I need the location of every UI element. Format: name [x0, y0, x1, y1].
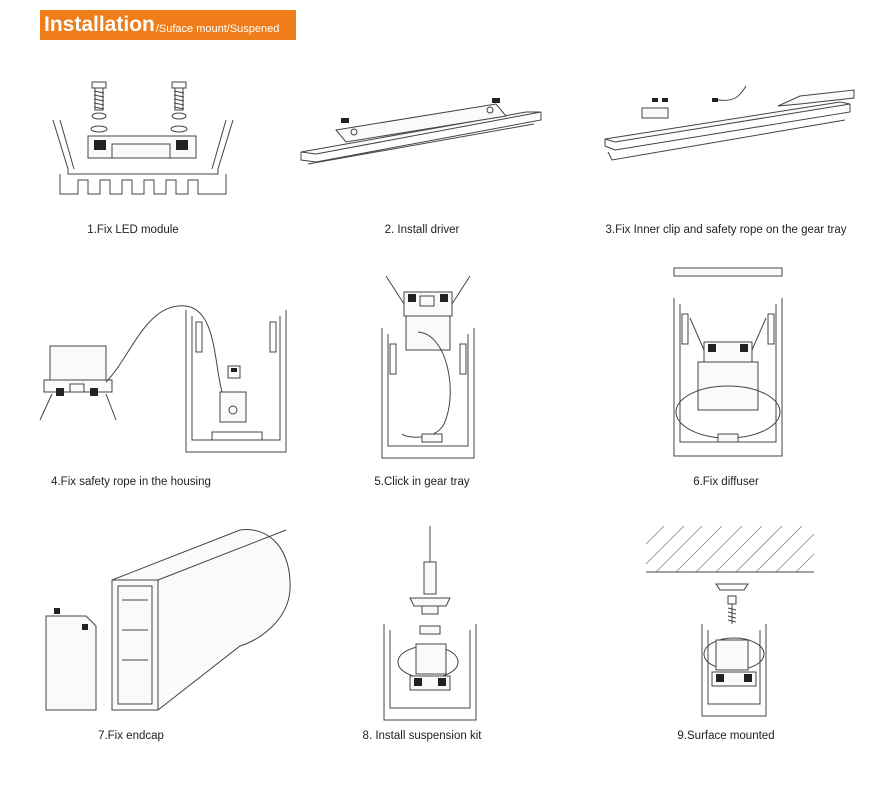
step-7-caption: 7.Fix endcap — [98, 730, 164, 742]
screw-icon — [341, 98, 500, 123]
step-8-caption: 8. Install suspension kit — [362, 730, 482, 742]
step-4-illustration — [39, 305, 287, 453]
section-title: Installation — [44, 13, 155, 36]
step-8-illustration — [383, 526, 477, 721]
step-3-caption: 3.Fix Inner clip and safety rope on the … — [605, 224, 847, 236]
step-4-caption: 4.Fix safety rope in the housing — [51, 476, 211, 488]
step-2-caption: 2. Install driver — [384, 224, 460, 236]
step-1-illustration — [52, 81, 234, 195]
step-5-illustration — [381, 275, 475, 459]
step-1-caption: 1.Fix LED module — [87, 224, 179, 236]
step-5-caption: 5.Click in gear tray — [374, 476, 470, 488]
screw-icon — [652, 98, 718, 102]
section-subtitle: /Suface mount/Suspened — [155, 23, 280, 35]
step-2-illustration — [300, 98, 542, 165]
step-3-illustration — [604, 85, 855, 161]
screw-icon — [227, 365, 241, 379]
step-6-illustration — [673, 267, 783, 457]
section-header: Installation /Suface mount/Suspened — [40, 10, 296, 40]
step-9-caption: 9.Surface mounted — [677, 730, 775, 742]
step-7-illustration — [45, 529, 291, 711]
screw-icon — [170, 81, 188, 133]
step-9-illustration — [645, 525, 815, 717]
step-6-caption: 6.Fix diffuser — [693, 476, 759, 488]
screw-icon — [90, 81, 108, 133]
